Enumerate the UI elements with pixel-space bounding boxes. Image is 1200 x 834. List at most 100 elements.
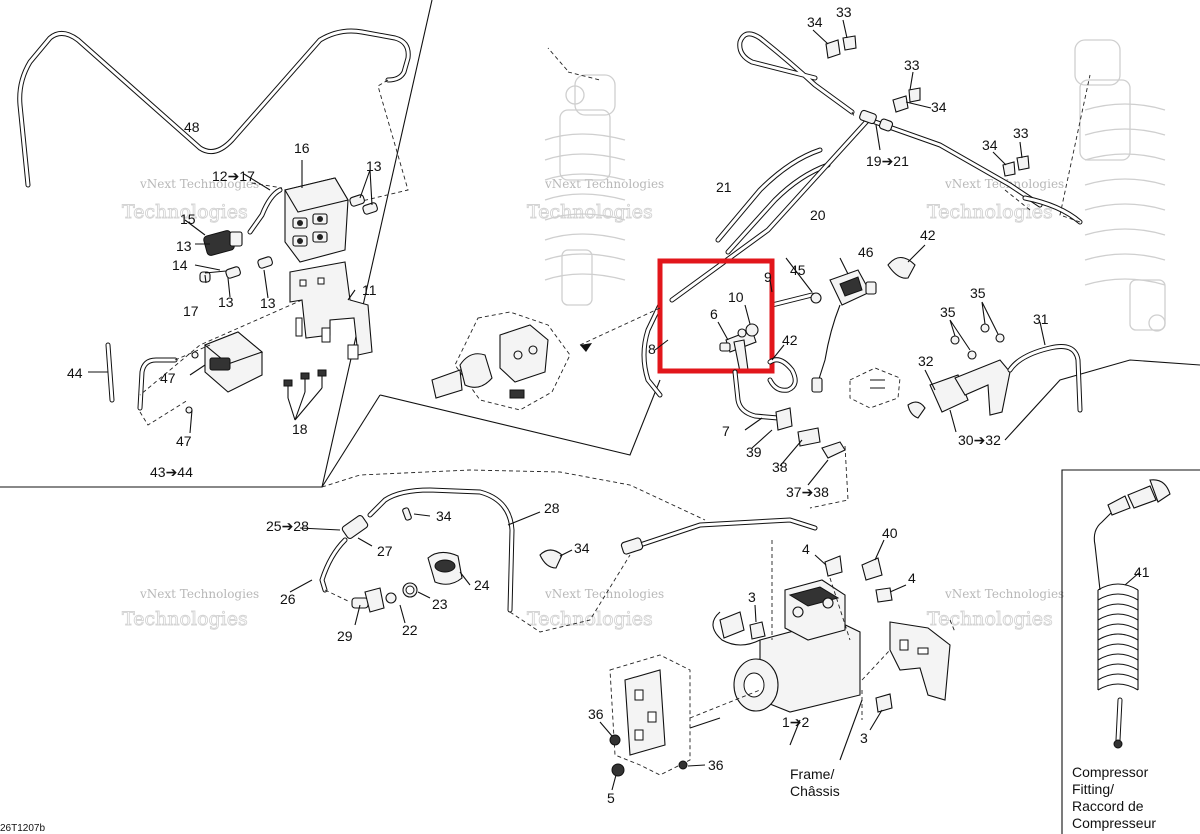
coiled-hose-41 (1093, 479, 1171, 749)
bracket-11 (289, 261, 373, 360)
callout-9: 9 (764, 269, 772, 285)
compressor-1-2 (689, 579, 861, 746)
callout-46: 46 (858, 244, 874, 260)
compressor-fitting-note: Compressor Fitting/ Raccord de Compresse… (1072, 764, 1156, 831)
center-leaders (654, 244, 926, 486)
sensor-46 (811, 269, 877, 393)
callout-47: 47 (160, 370, 176, 386)
compressor-fitting-inset-border (1061, 469, 1200, 834)
frame-note-line2: Châssis (790, 783, 840, 799)
callout-13: 13 (176, 238, 192, 254)
bolts-18 (185, 351, 327, 414)
shock-absorber-right (1074, 39, 1166, 332)
callout-39: 39 (746, 444, 762, 460)
top-right-dashes (851, 74, 1091, 223)
callout-43-44: 43➔44 (150, 464, 193, 480)
hose-7 (732, 369, 781, 421)
callout-19-21: 19➔21 (866, 153, 909, 169)
callout-13: 13 (366, 158, 382, 174)
callout-30-32: 30➔32 (958, 432, 1001, 448)
bottom-left-dashes (321, 469, 706, 633)
callout-31: 31 (1033, 311, 1049, 327)
panel-divider (379, 379, 661, 456)
callout-36: 36 (588, 706, 604, 722)
callout-15: 15 (180, 211, 196, 227)
callout-47: 47 (176, 433, 192, 449)
parts-22-24 (289, 551, 471, 626)
callout-24: 24 (474, 577, 490, 593)
frame-note: Frame/ Châssis (790, 766, 840, 799)
hose-19-21 (737, 31, 1083, 225)
callout-34: 34 (931, 99, 947, 115)
callout-23: 23 (432, 596, 448, 612)
frame-note-line1: Frame/ (790, 766, 834, 782)
arrow-head (580, 343, 592, 352)
callout-38: 38 (772, 459, 788, 475)
hose-21-20 (715, 147, 831, 255)
connector-15 (203, 230, 243, 256)
callout-37-38: 37➔38 (786, 484, 829, 500)
callout-4: 4 (908, 570, 916, 586)
callout-4: 4 (802, 541, 810, 557)
bolts-35 (949, 301, 1005, 360)
bracket-leaders (924, 369, 957, 433)
compressor-note-line4: Compresseur (1072, 815, 1156, 831)
callout-8: 8 (648, 341, 656, 357)
callout-40: 40 (882, 525, 898, 541)
valve-block-leaders (88, 160, 373, 434)
hose-25-28 (319, 487, 818, 613)
callout-48: 48 (184, 119, 200, 135)
compressor-note-line1: Compressor (1072, 764, 1149, 780)
valve-block-16 (247, 177, 349, 263)
hose-28-leader (507, 511, 541, 526)
callout-42: 42 (920, 227, 936, 243)
clamp-34 (539, 549, 573, 569)
callout-44: 44 (67, 365, 83, 381)
compressor-bracket-right (861, 619, 956, 701)
callout-21: 21 (716, 179, 732, 195)
parts-27-34 (299, 507, 431, 547)
watermark-text: vNext Technologies (944, 587, 1064, 601)
clamp-42 (887, 256, 916, 279)
callout-3: 3 (860, 730, 868, 746)
nut-10 (737, 323, 759, 338)
callout-13: 13 (260, 295, 276, 311)
fittings-39-38-37 (775, 407, 846, 459)
hose-44 (105, 342, 211, 426)
fittings-13 (199, 194, 378, 283)
callout-17: 17 (183, 303, 199, 319)
panel-divider (321, 394, 381, 488)
callout-34: 34 (436, 508, 452, 524)
callout-26: 26 (280, 591, 296, 607)
compressor-dashes (689, 540, 863, 761)
clips-33-34 (812, 19, 1030, 177)
callout-33: 33 (904, 57, 920, 73)
callout-7: 7 (722, 423, 730, 439)
shock-absorber-left (544, 74, 626, 306)
compressor-fasteners (749, 539, 907, 731)
compressor-note-line2: Fitting/ (1072, 781, 1114, 797)
callout-32: 32 (918, 353, 934, 369)
callout-34: 34 (807, 14, 823, 30)
callout-27: 27 (377, 543, 393, 559)
nut-45 (810, 292, 822, 304)
callout-6: 6 (710, 306, 718, 322)
callout-1-2: 1➔2 (782, 714, 810, 730)
callout-18: 18 (292, 421, 308, 437)
callout-3: 3 (748, 589, 756, 605)
watermark-text: Technologies (927, 608, 1053, 630)
hose-8 (641, 117, 871, 398)
hose-48 (17, 28, 411, 206)
compressor-note-line3: Raccord de (1072, 798, 1144, 814)
callout-20: 20 (810, 207, 826, 223)
watermark-text: Technologies (927, 201, 1053, 223)
module-47 (203, 331, 264, 393)
hose-19-21-leader (875, 124, 881, 151)
watermarks: vNext Technologies Technologies vNext Te… (122, 177, 1065, 630)
callout-34: 34 (982, 137, 998, 153)
callout-34: 34 (574, 540, 590, 556)
callout-35: 35 (940, 304, 956, 320)
drawing-reference-code: 26T1207b (0, 823, 45, 834)
hose-42-loop (767, 357, 798, 393)
